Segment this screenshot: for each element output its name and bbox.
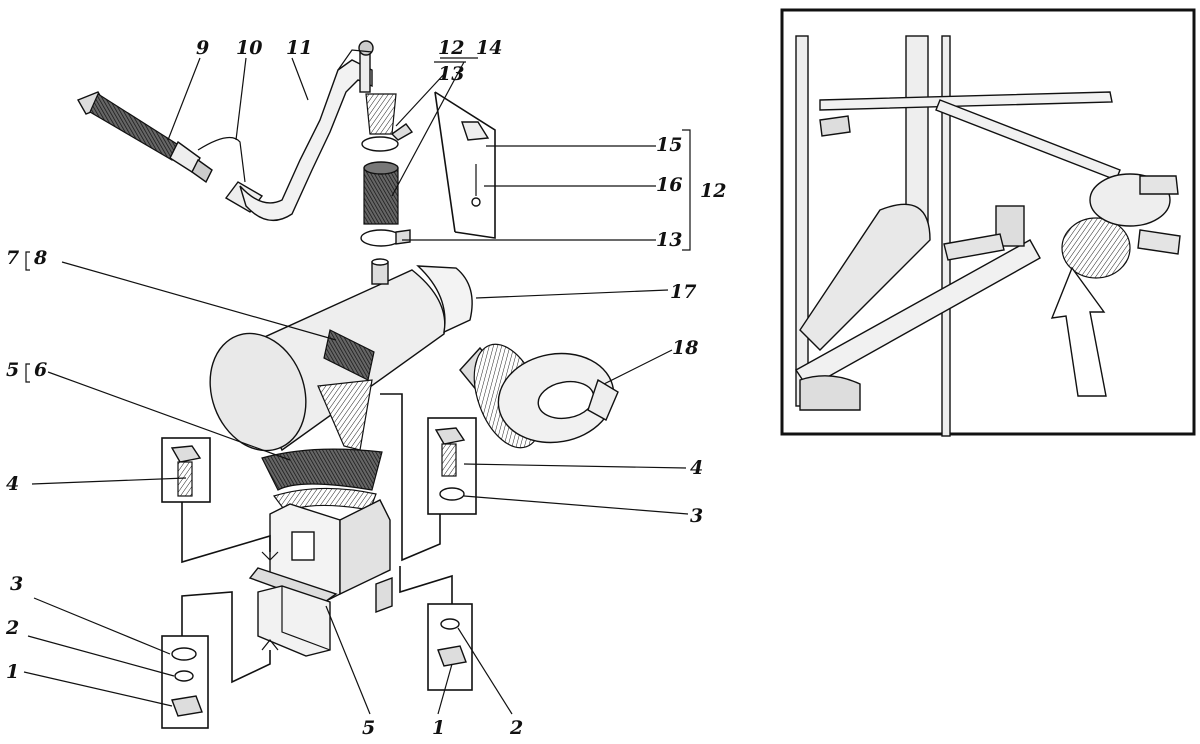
cap-part-18 <box>459 343 619 449</box>
bracket-part-5 <box>248 487 393 614</box>
callout-8: 8 <box>33 247 47 269</box>
installation-inset <box>780 8 1196 437</box>
callout-14: 14 <box>476 37 502 59</box>
callout-2-bottom: 2 <box>509 717 523 739</box>
callout-9: 9 <box>196 37 209 59</box>
callout-2-left: 2 <box>5 617 19 639</box>
callout-6: 6 <box>34 359 47 381</box>
clamp-plate <box>257 585 331 657</box>
hose-part-9 <box>76 91 213 184</box>
callout-3-left: 3 <box>10 573 23 595</box>
callout-17: 17 <box>670 281 696 303</box>
nut-box-right <box>427 603 473 691</box>
callout-7: 7 <box>6 247 19 269</box>
callout-16: 16 <box>656 174 682 196</box>
callout-18: 18 <box>672 337 698 359</box>
callout-13-top: 13 <box>438 63 464 85</box>
callout-11: 11 <box>286 37 312 59</box>
callout-1-bottom: 1 <box>432 717 445 739</box>
leader-lines <box>23 57 691 715</box>
callout-12-right: 12 <box>700 180 726 202</box>
callout-1-left: 1 <box>6 661 19 683</box>
location-arrow <box>1050 266 1107 397</box>
callout-13-right: 13 <box>656 229 682 251</box>
callout-3-right: 3 <box>690 505 703 527</box>
callout-4-right: 4 <box>690 457 703 479</box>
callouts: 9 10 11 12 13 14 15 16 12 13 17 18 7 8 5… <box>5 37 726 739</box>
clamp-detail-box <box>434 91 496 239</box>
hose-connector-part-14 <box>360 93 414 247</box>
assembly-guide-lines <box>181 393 453 684</box>
callout-5-left: 5 <box>6 359 19 381</box>
callout-5-bottom: 5 <box>362 717 375 739</box>
bolt-box-left <box>161 437 211 503</box>
callout-10: 10 <box>236 37 262 59</box>
callout-4-left: 4 <box>6 473 19 495</box>
filter-pad-part-6 <box>261 448 383 491</box>
bent-pipe-part-11 <box>224 40 374 222</box>
callout-12-top: 12 <box>438 37 464 59</box>
bolt-box-right <box>427 417 477 515</box>
nut-box-left <box>161 635 209 729</box>
air-cleaner-body-part-17 <box>209 258 473 452</box>
wire-part-10 <box>197 136 246 183</box>
callout-15: 15 <box>656 134 682 156</box>
